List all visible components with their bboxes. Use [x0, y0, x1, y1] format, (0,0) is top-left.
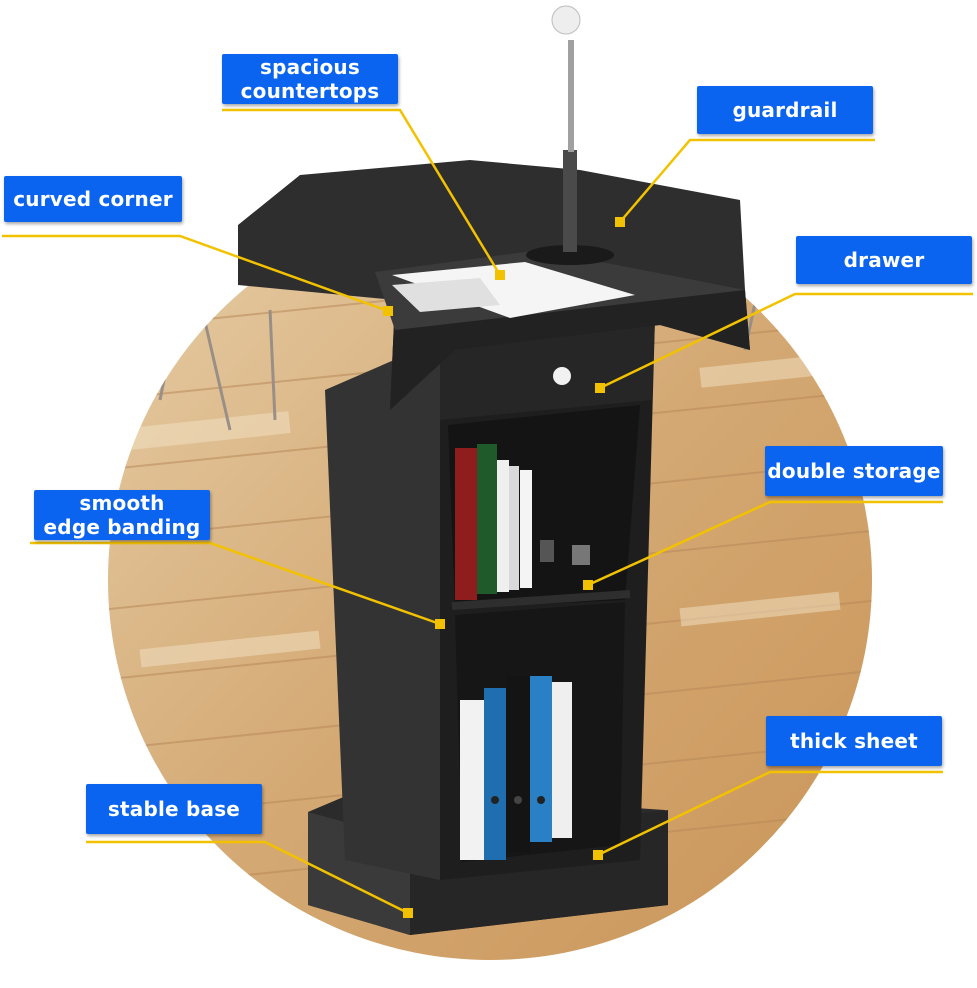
callout-curved-corner: curved corner: [4, 176, 182, 222]
book-icons: [455, 444, 590, 600]
microphone-icon: [526, 5, 614, 265]
callout-curved-corner-text: curved corner: [13, 187, 173, 211]
callout-drawer: drawer: [796, 236, 972, 284]
callout-double-storage: double storage: [765, 446, 943, 496]
callout-stable-base-text: stable base: [107, 797, 241, 821]
callout-smooth-edge-banding-line1: smooth: [79, 491, 165, 515]
drawer-knob: [553, 367, 571, 385]
callout-smooth-edge-banding-line2: edge banding: [43, 515, 201, 539]
callout-guardrail: guardrail: [697, 86, 873, 134]
document-on-counter: [392, 262, 635, 318]
leader-dots: [383, 217, 625, 918]
callout-smooth-edge-banding: smooth edge banding: [34, 490, 210, 540]
callout-double-storage-text: double storage: [767, 459, 941, 483]
callout-spacious-countertops-line2: countertops: [240, 79, 380, 103]
callout-spacious-countertops-line1: spacious: [260, 55, 360, 79]
callout-thick-sheet-text: thick sheet: [790, 729, 918, 753]
callout-drawer-text: drawer: [843, 248, 925, 272]
callout-guardrail-text: guardrail: [732, 98, 838, 122]
leader-lines: [2, 108, 973, 915]
binder-icons: [460, 676, 572, 860]
callout-spacious-countertops: spacious countertops: [222, 54, 398, 104]
callout-thick-sheet: thick sheet: [766, 716, 942, 766]
callout-stable-base: stable base: [86, 784, 262, 834]
